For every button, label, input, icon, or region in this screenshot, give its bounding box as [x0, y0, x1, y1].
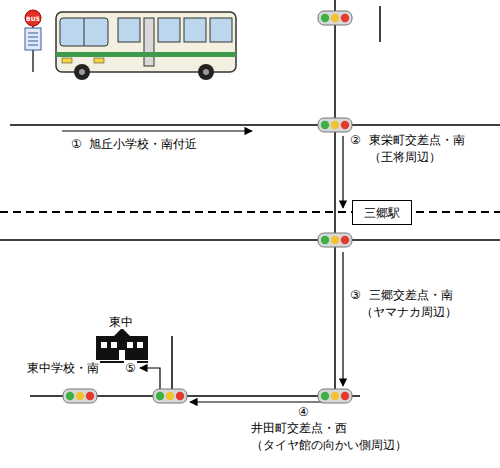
route-arrows [62, 131, 343, 402]
traffic-light [63, 389, 97, 403]
bus-illustration [56, 12, 236, 80]
callout-number: ① [70, 137, 83, 151]
stop-name: 井田町交差点・西 [250, 421, 348, 435]
landmark-note: （タイヤ館の向かい側周辺） [250, 438, 408, 452]
school-name: 東中 [108, 315, 134, 329]
traffic-light [318, 118, 352, 132]
railway-line [0, 211, 500, 213]
road-lines [0, 0, 500, 396]
callout-number: ⑤ [124, 361, 137, 375]
bus-stop-sign [25, 10, 41, 72]
traffic-lights [63, 11, 352, 403]
landmark-note: （ヤマナカ周辺） [360, 305, 458, 319]
school-building [96, 328, 148, 362]
traffic-light [153, 389, 187, 403]
callout-number: ② [349, 133, 362, 147]
stop-name: 三郷交差点・南 [368, 288, 454, 302]
traffic-light [318, 11, 352, 25]
callout-number: ③ [349, 288, 362, 302]
stop-name: 東中学校・南 [26, 361, 100, 375]
station-box: 三郷駅 [352, 200, 412, 225]
landmark-note: （王将周辺） [368, 150, 442, 164]
stop-name: 旭丘小学校・南付近 [88, 137, 198, 151]
stop-name: 東栄町交差点・南 [368, 133, 466, 147]
bus-sign-text: BUS [25, 15, 41, 22]
traffic-light [318, 389, 352, 403]
callout-number: ④ [297, 405, 310, 419]
traffic-light [318, 233, 352, 247]
station-name: 三郷駅 [364, 206, 400, 220]
